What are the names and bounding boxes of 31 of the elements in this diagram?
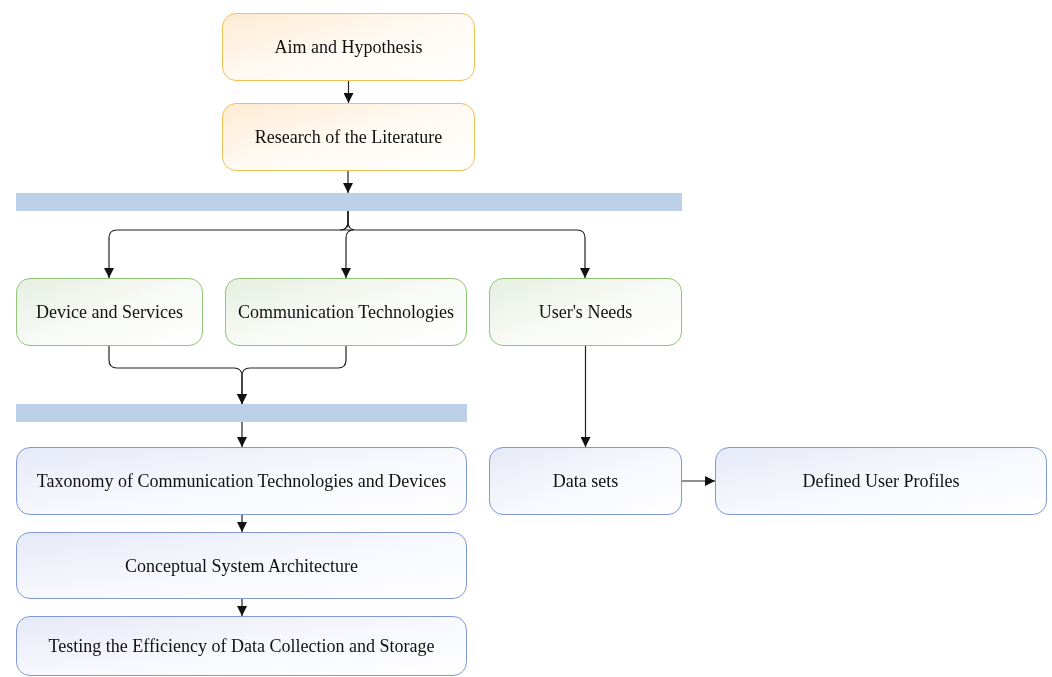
arrow <box>343 80 354 104</box>
box-label: Defined User Profiles <box>802 470 960 493</box>
arrow <box>237 421 247 448</box>
box-label: Conceptual System Architecture <box>125 554 358 578</box>
process-box <box>222 13 475 81</box>
arrow <box>347 210 590 279</box>
box-label: Data sets <box>552 470 619 493</box>
box-label: Aim and Hypothesis <box>274 36 423 59</box>
divider-bar <box>16 404 467 422</box>
process-box <box>225 278 467 346</box>
process-box <box>489 447 682 515</box>
box-label: Device and Services <box>36 301 183 324</box>
divider-bar <box>16 193 682 211</box>
process-box <box>16 278 203 346</box>
process-box <box>16 616 467 676</box>
box-label: Research of the Literature <box>254 126 443 149</box>
process-box <box>16 447 467 515</box>
process-box <box>715 447 1047 515</box>
process-box <box>222 103 475 171</box>
arrow <box>237 514 247 533</box>
box-label: Taxonomy of Communication Technologies and Devices <box>36 470 447 493</box>
arrow <box>681 476 716 486</box>
arrow <box>237 598 247 617</box>
arrow <box>580 345 591 448</box>
process-box <box>489 278 682 346</box>
box-label: Communication Technologies <box>238 301 454 324</box>
arrow <box>237 345 347 405</box>
box-label: Testing the Efficiency of Data Collection and Storage <box>48 635 435 658</box>
box-label: User's Needs <box>538 301 633 324</box>
process-box <box>16 532 467 599</box>
arrow <box>343 170 353 194</box>
